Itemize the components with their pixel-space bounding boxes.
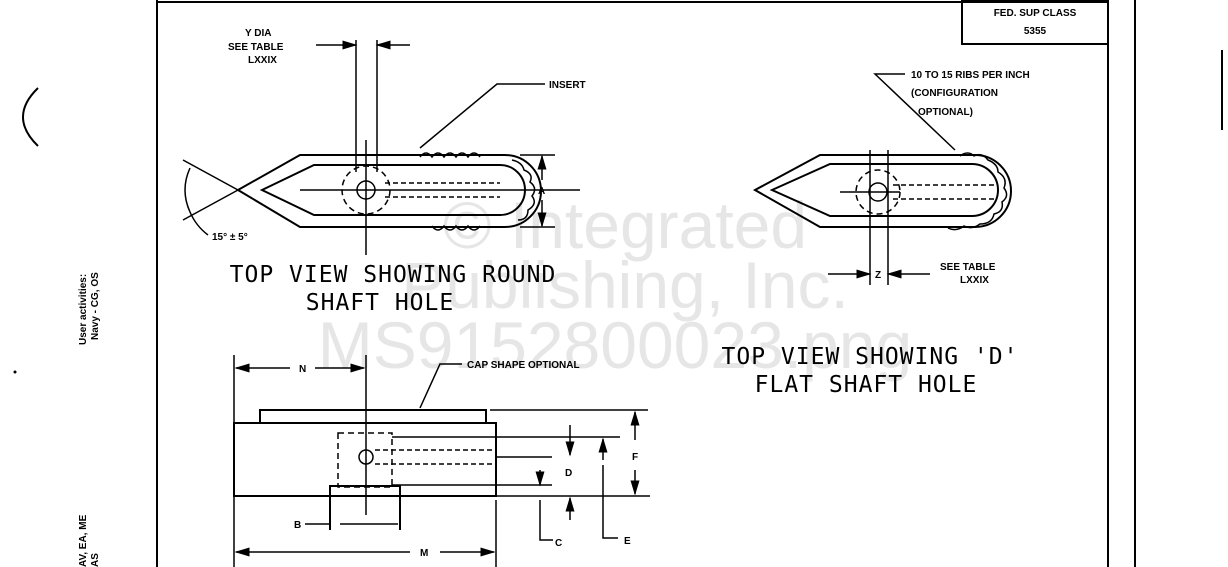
round-view-see-table: SEE TABLE	[228, 42, 284, 53]
margin-notes: User activities: Navy - CG, OS AV, EA, M…	[78, 272, 101, 567]
round-view-angle: 15° ± 5°	[212, 232, 248, 243]
round-view-table-ref: LXXIX	[248, 55, 277, 66]
side-view-dim-e: E	[624, 536, 631, 547]
side-view-dim-d: D	[565, 468, 572, 479]
round-view-title-line1: TOP VIEW SHOWING ROUND	[230, 262, 557, 288]
side-view-cap-note: CAP SHAPE OPTIONAL	[467, 360, 580, 371]
side-view-dim-b: B	[294, 520, 301, 531]
watermark-line2: Publishing, Inc.	[401, 248, 849, 322]
d-shaft-top-view: Z SEE TABLE LXXIX 10 TO 15 RIBS PER INCH…	[722, 70, 1030, 398]
d-view-dim-z: Z	[875, 270, 881, 281]
d-view-see-table: SEE TABLE	[940, 262, 996, 273]
margin-notes-user-activities: User activities:	[78, 274, 89, 345]
round-view-title-line2: SHAFT HOLE	[306, 290, 454, 316]
side-view-dim-c: C	[555, 538, 562, 549]
d-view-ribs-line3: OPTIONAL)	[918, 107, 973, 118]
side-view-dim-f: F	[632, 452, 638, 463]
title-block: FED. SUP CLASS 5355	[961, 0, 1109, 45]
d-view-title-line1: TOP VIEW SHOWING 'D'	[722, 344, 1019, 370]
d-view-table-ref: LXXIX	[960, 275, 989, 286]
margin-notes-custodians: AV, EA, ME	[78, 514, 89, 567]
d-view-ribs-line1: 10 TO 15 RIBS PER INCH	[911, 70, 1030, 81]
d-view-title-line2: FLAT SHAFT HOLE	[755, 372, 978, 398]
margin-notes-navy: Navy - CG, OS	[90, 272, 101, 340]
watermark-line1: © Integrated	[443, 188, 807, 262]
d-view-ribs-line2: (CONFIGURATION	[911, 88, 998, 99]
margin-notes-custodians2: AS	[90, 553, 101, 567]
title-block-line2: 5355	[1024, 26, 1047, 37]
round-shaft-top-view: Y DIA SEE TABLE LXXIX INSERT A 15° ± 5° …	[182, 28, 586, 316]
round-view-insert: INSERT	[549, 80, 586, 91]
side-view-dim-n: N	[299, 364, 306, 375]
side-view: N CAP SHAPE OPTIONAL F D C E B M	[233, 355, 650, 567]
title-block-line1: FED. SUP CLASS	[994, 8, 1077, 19]
round-view-dim-a: A	[538, 186, 545, 197]
drawing-frame	[13, 0, 1223, 567]
round-view-y-dia: Y DIA	[245, 28, 272, 39]
watermark: © Integrated Publishing, Inc. MS91528000…	[318, 188, 913, 382]
watermark-line3: MS9152800023.png	[318, 308, 913, 382]
side-view-dim-m: M	[420, 548, 428, 559]
